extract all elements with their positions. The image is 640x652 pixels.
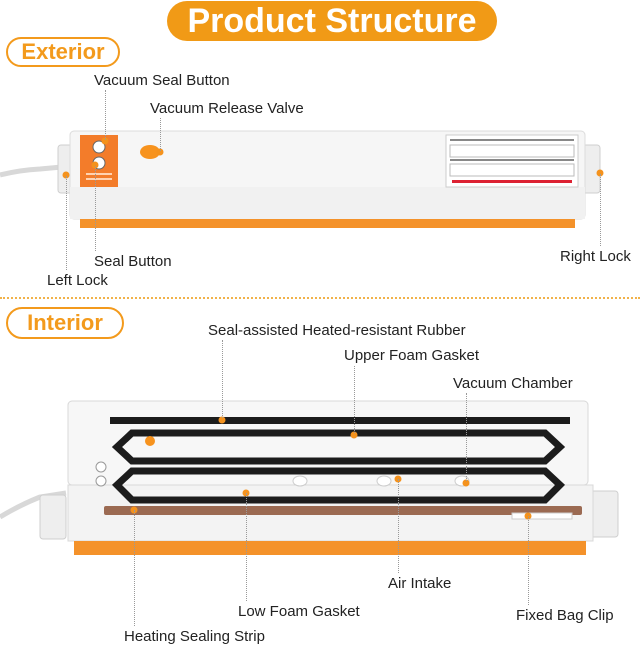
callout-upper-gasket xyxy=(354,366,355,433)
exterior-orange-base xyxy=(80,219,575,228)
exterior-lower-body xyxy=(70,187,585,219)
section-divider xyxy=(0,297,640,299)
label-low-gasket: Low Foam Gasket xyxy=(238,603,360,620)
interior-orange-base xyxy=(74,541,586,555)
power-cord xyxy=(0,164,63,178)
label-air-intake: Air Intake xyxy=(388,575,452,592)
callout-low-gasket xyxy=(246,493,247,601)
callout-vacuum-release-valve xyxy=(160,118,161,151)
label-seal-button: Seal Button xyxy=(94,253,172,270)
label-rubber: Seal-assisted Heated-resistant Rubber xyxy=(208,322,466,339)
interior-device-illustration xyxy=(0,400,619,555)
label-vacuum-chamber: Vacuum Chamber xyxy=(453,375,573,392)
callout-air-intake xyxy=(398,479,399,573)
callout-seal-button xyxy=(95,166,96,251)
label-vacuum-seal-button: Vacuum Seal Button xyxy=(94,72,230,89)
section-interior-badge: Interior xyxy=(6,307,124,339)
low-foam-gasket-part xyxy=(111,467,566,504)
callout-fixed-bag-clip xyxy=(528,516,529,605)
callout-vacuum-seal-button xyxy=(105,90,106,140)
page-title: Product Structure xyxy=(167,1,497,41)
section-exterior-badge: Exterior xyxy=(6,37,120,67)
label-left-lock: Left Lock xyxy=(47,272,108,289)
label-right-lock: Right Lock xyxy=(560,248,631,265)
label-fixed-bag-clip: Fixed Bag Clip xyxy=(516,607,614,624)
label-upper-gasket: Upper Foam Gasket xyxy=(344,347,480,364)
vacuum-release-valve-part xyxy=(140,145,160,159)
label-vacuum-release-valve: Vacuum Release Valve xyxy=(150,100,304,117)
fixed-bag-clip-part xyxy=(511,512,573,520)
callout-rubber xyxy=(222,340,223,418)
exterior-device-illustration xyxy=(0,130,604,228)
vacuum-seal-button-part xyxy=(92,140,106,154)
heating-sealing-strip-part xyxy=(104,506,582,515)
callout-right-lock xyxy=(600,174,601,246)
callout-left-lock xyxy=(66,176,67,270)
callout-vacuum-chamber xyxy=(466,393,467,481)
label-heating-strip: Heating Sealing Strip xyxy=(124,628,265,645)
upper-foam-gasket-part xyxy=(111,429,566,465)
seal-assisted-rubber-part xyxy=(110,417,570,424)
callout-heating-strip xyxy=(134,510,135,626)
